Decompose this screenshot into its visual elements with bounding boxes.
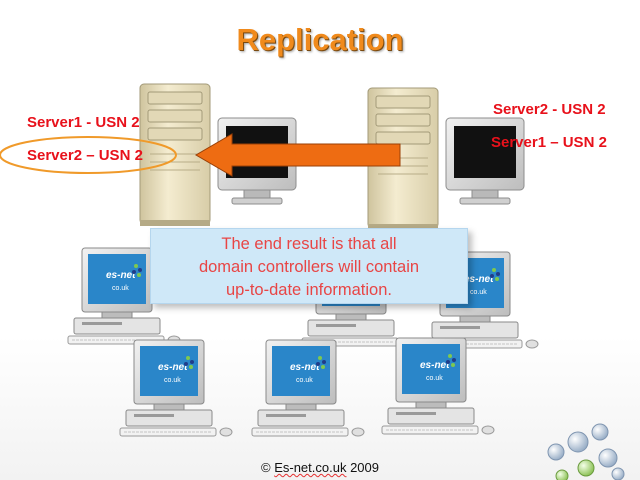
callout-line: domain controllers will contain	[198, 258, 420, 276]
replication-arrow-icon	[195, 133, 401, 177]
highlight-ellipse	[0, 136, 177, 174]
left-server1-usn-label: Server1 - USN 2	[27, 114, 140, 131]
client-workstation-icon	[119, 339, 233, 437]
copyright-footer: © Es-net.co.uk 2009	[0, 460, 640, 475]
copyright-year: 2009	[346, 460, 379, 475]
crt-monitor-icon	[445, 117, 525, 205]
client-workstation-icon	[381, 337, 495, 435]
slide-title: Replication	[236, 22, 404, 57]
right-server2-usn-label: Server2 - USN 2	[493, 101, 606, 118]
copyright-prefix: ©	[260, 460, 275, 475]
callout-line: The end result is that all	[221, 235, 397, 253]
decorative-bubbles-icon	[547, 423, 625, 480]
client-workstation-icon	[251, 339, 365, 437]
copyright-brand: Es-net.co.uk	[274, 460, 347, 475]
callout-line: up-to-date information.	[225, 281, 392, 299]
result-callout: The end result is that all domain contro…	[150, 228, 468, 304]
left-server2-usn-label: Server2 – USN 2	[27, 147, 143, 164]
right-server1-usn-label: Server1 – USN 2	[491, 134, 607, 151]
